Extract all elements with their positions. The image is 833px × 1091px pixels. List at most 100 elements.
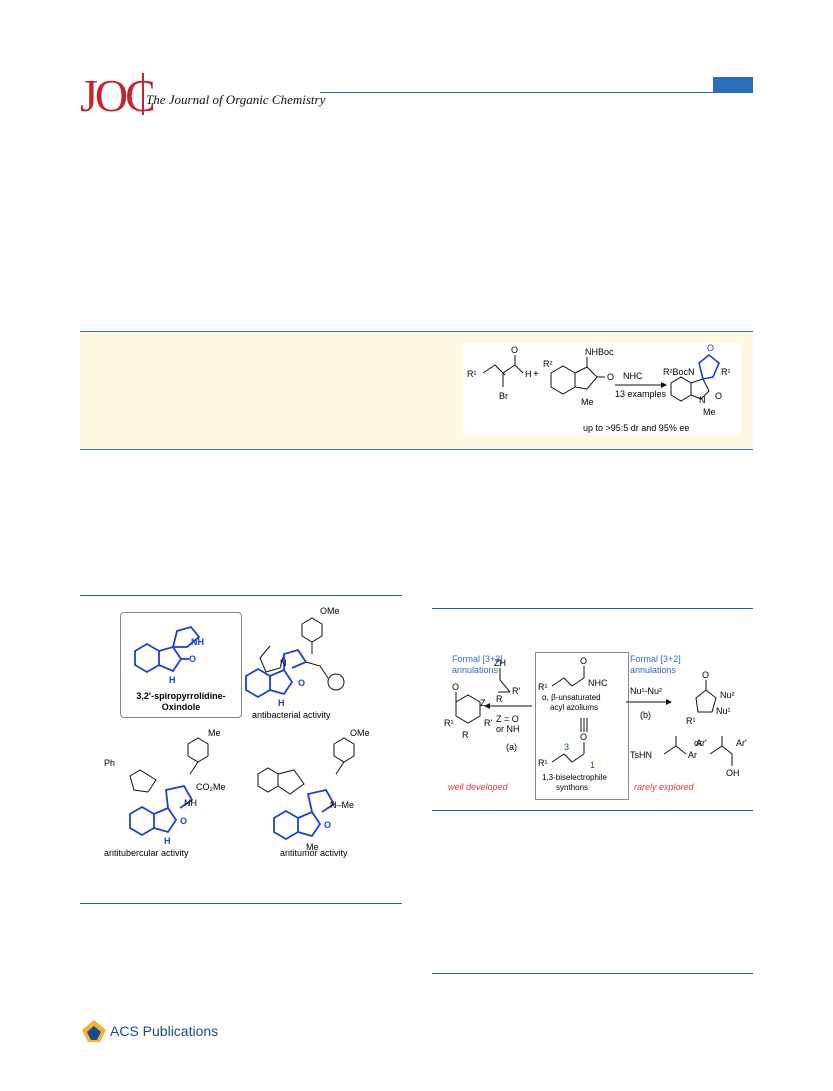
inset-label-2: Oxindole [162,702,201,712]
toc-examples: 13 examples [615,389,667,399]
left-header-1: Formal [3+3] [452,654,503,664]
left-r1: R¹ [444,718,454,728]
activity-antibacterial: antibacterial activity [252,710,331,720]
right-oh: OH [726,768,740,778]
logo-divider [142,73,144,115]
toc-r2boc: R²BocN [663,367,695,377]
toc-o-lactam: O [707,343,714,353]
toc-nhboc: NHBoc [585,347,614,357]
right-header-1: Formal [3+2] [630,654,681,664]
inset-nh: NH [191,637,204,647]
antitumor-structure: OMe N–Me O Me antitumor activity [257,728,370,858]
label-b: (b) [640,710,651,720]
right-or: or [694,738,702,748]
scheme1-graphic: Formal [3+3] annulations O Z R¹ R R' ZH … [444,654,747,792]
center-r1-top: R¹ [538,682,548,692]
scheme1-top-rule [432,608,753,609]
z-options-1: Z = O [496,714,519,724]
antitubercular-o: O [180,816,187,826]
toc-o-aldehyde: O [511,345,518,355]
antitumor-o: O [324,820,331,830]
toc-me-left: Me [581,397,594,407]
figure1-bottom-rule [80,903,402,904]
antitubercular-nh: NH [184,798,197,808]
acs-logo-icon [82,1020,106,1042]
inset-label-1: 3,2'-spiropyrrolidine- [136,691,225,701]
center-pos3: 3 [564,742,569,752]
left-zh: ZH [494,658,506,668]
journal-name: The Journal of Organic Chemistry [146,92,326,107]
toc-r1-right: R¹ [721,367,731,377]
left-o: O [452,682,459,692]
right-status: rarely explored [634,782,695,792]
antitumor-ome: OMe [350,728,370,738]
toc-o-left: O [607,372,614,382]
right-ar-prime-1: Ar' [696,738,707,748]
publisher-name: ACS Publications [110,1023,219,1039]
antitumor-nme: N–Me [330,800,354,810]
antitubercular-structure: Me Ph CO₂Me NH O H antitubercular activi… [104,728,226,858]
left-r: R [462,730,469,740]
right-ar-prime-2: Ar' [736,738,747,748]
scheme1-bottom-rule [432,810,753,811]
antibacterial-h: H [278,698,285,708]
toc-me-right: Me [703,407,716,417]
antibacterial-ome: OMe [320,606,340,616]
label-a: (a) [506,742,517,752]
center-line-1: α, β-unsaturated [542,693,601,702]
column-end-rule [432,973,753,974]
header-tab [713,77,753,92]
right-header-2: annulations [630,665,677,675]
center-line-2: acyl azoliums [550,703,598,712]
toc-selectivity: up to >95:5 dr and 95% ee [583,423,689,433]
activity-antitumor: antitumor activity [280,848,348,858]
toc-br: Br [499,391,508,401]
right-r1: R¹ [686,716,696,726]
center-o-top: O [580,656,587,666]
right-nu-reagent: Nu¹-Nu² [630,686,662,696]
scheme1-center-box [535,652,629,800]
inset-h: H [169,675,176,685]
right-o-top: O [702,670,709,680]
left-r-prime: R' [484,718,492,728]
toc-o-right: O [715,391,722,401]
center-pos1: 1 [590,760,595,770]
center-line-3: 1,3-biselectrophile [542,773,607,782]
right-tshn: TsHN [630,750,652,760]
left-z: Z [480,698,486,708]
antibacterial-n: N [280,658,287,668]
antitubercular-co2me: CO₂Me [196,782,226,792]
right-nu1: Nu¹ [716,706,731,716]
right-ar: Ar [688,750,697,760]
toc-h: H [525,369,532,379]
toc-plus: + [533,369,539,380]
toc-r2-left: R² [543,359,553,369]
activity-antitubercular: antitubercular activity [104,848,189,858]
toc-graphic: R¹ Br O H + R² NHBoc O Me NHC 13 example… [463,343,741,435]
right-nu2: Nu² [720,690,735,700]
center-r1-bottom: R¹ [538,758,548,768]
antibacterial-structure: OMe N O H antibacterial activity [245,606,345,720]
z-options-2: or NH [496,724,520,734]
center-nhc: NHC [588,678,608,688]
antibacterial-o: O [298,678,305,688]
antitubercular-h: H [164,836,171,846]
left-r-sub: R [496,694,503,704]
antitumor-me: Me [306,842,319,852]
antitubercular-me: Me [208,728,221,738]
toc-r1: R¹ [467,369,477,379]
toc-n-right: N [699,395,706,405]
toc-scheme: R¹ Br O H + R² NHBoc O Me NHC 13 example… [467,343,731,433]
header-rule [320,92,753,93]
center-o-bottom: O [580,732,587,742]
antitubercular-ph: Ph [104,758,115,768]
left-header-2: annulations [452,665,499,675]
toc-catalyst: NHC [623,371,643,381]
spiropyrrolidine-oxindole-structure: NH O H 3,2'-spiropyrrolidine- Oxindole [134,625,226,712]
inset-o: O [189,654,196,664]
left-status: well developed [448,782,509,792]
left-r-prime-2: R' [512,686,520,696]
figure1-top-rule [80,595,402,596]
figure1-inset: NH O H 3,2'-spiropyrrolidine- Oxindole [120,612,242,718]
center-line-4: synthons [556,783,588,792]
